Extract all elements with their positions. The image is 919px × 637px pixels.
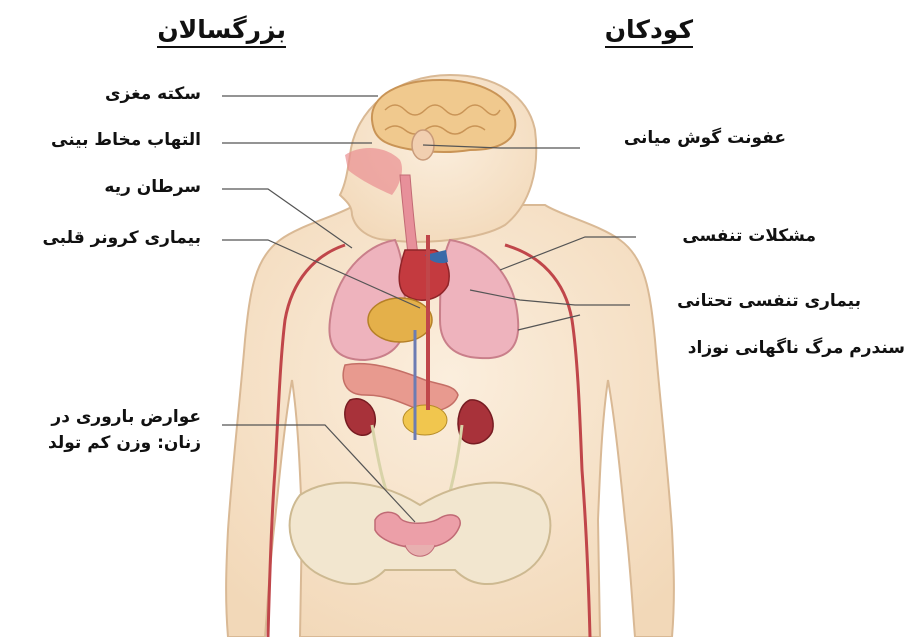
children-header: کودکان bbox=[605, 16, 693, 48]
label-lung-cancer: سرطان ریه bbox=[104, 177, 201, 197]
label-stroke: سکته مغزی bbox=[105, 84, 201, 104]
label-sids: سندرم مرگ ناگهانی نوزاد bbox=[688, 338, 905, 358]
label-fertility-effects: عوارض باروری در زنان: وزن کم تولد bbox=[48, 404, 201, 457]
label-coronary-heart-disease: بیماری کرونر قلبی bbox=[42, 228, 201, 248]
label-fertility-line1: عوارض باروری در bbox=[48, 404, 201, 430]
label-nasal-inflammation: التهاب مخاط بینی bbox=[51, 130, 201, 150]
label-middle-ear-infection: عفونت گوش میانی bbox=[624, 128, 786, 148]
label-lower-respiratory-disease: بیماری تنفسی تحتانی bbox=[677, 291, 861, 311]
liver bbox=[368, 298, 432, 342]
label-respiratory-problems: مشکلات تنفسی bbox=[682, 226, 816, 246]
label-fertility-line2: زنان: وزن کم تولد bbox=[48, 430, 201, 456]
adults-header: بزرگسالان bbox=[157, 16, 286, 48]
